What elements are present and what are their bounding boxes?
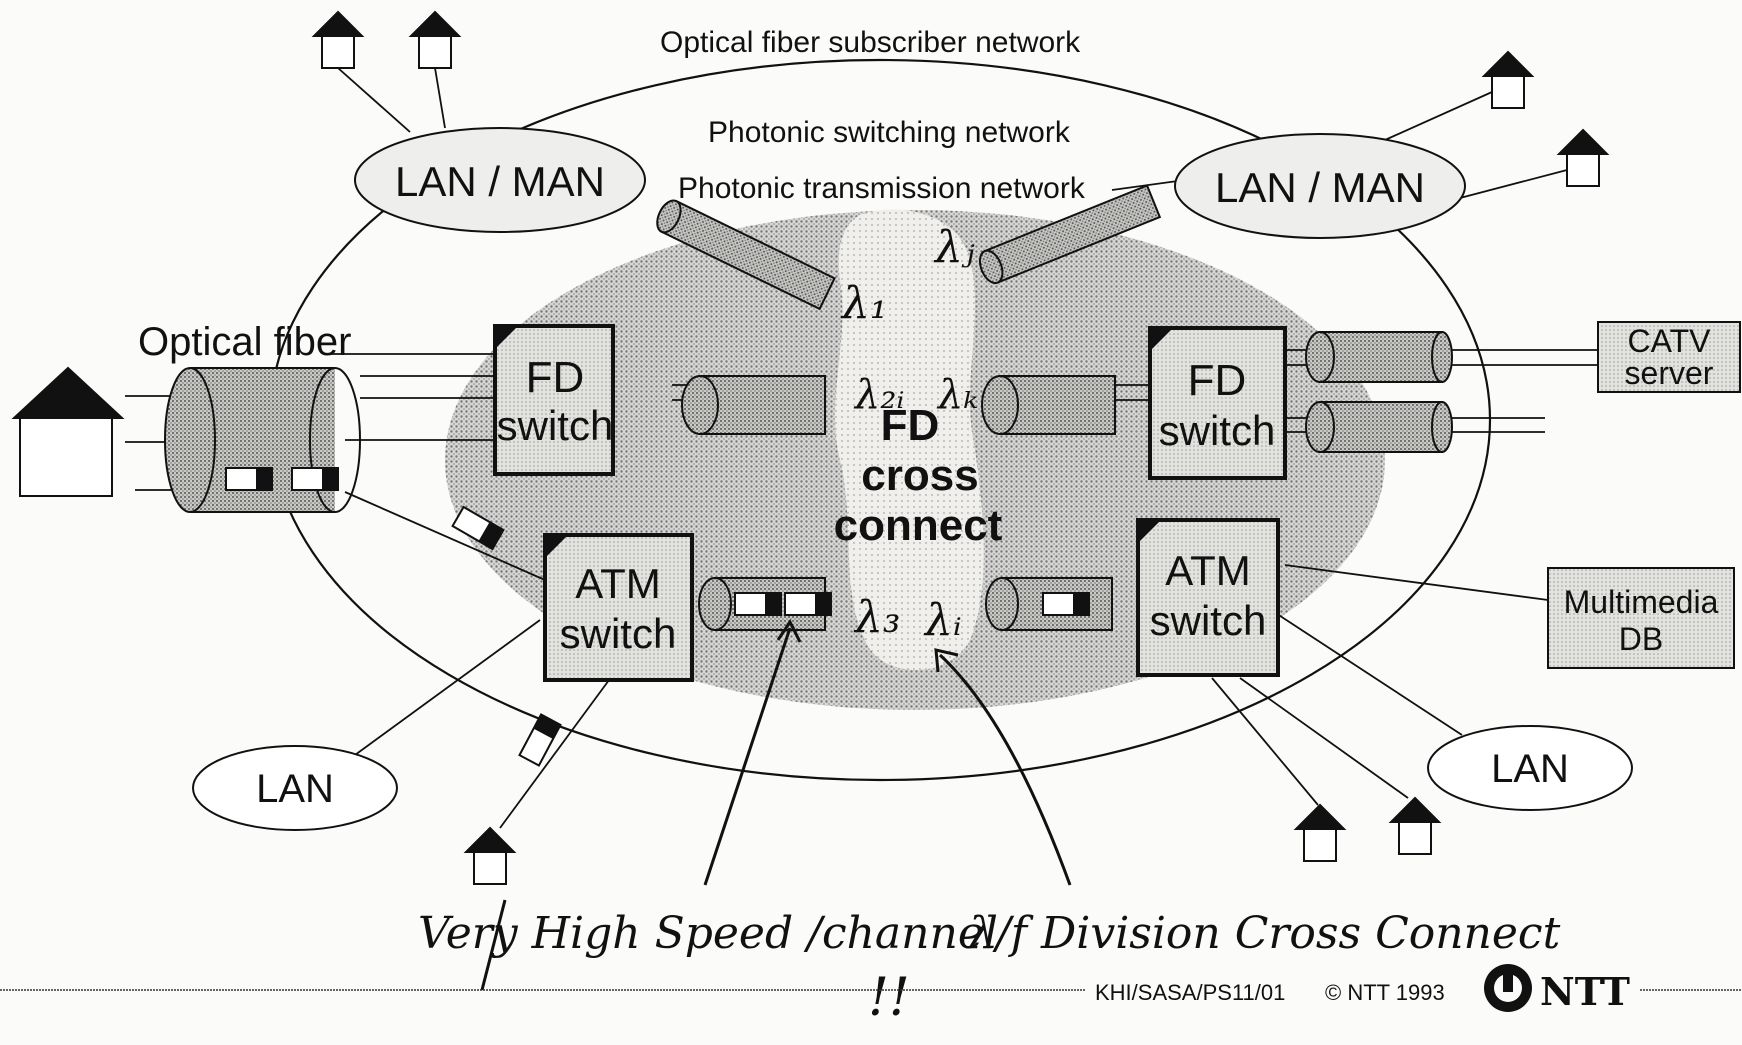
- lan-man-left-label: LAN / MAN: [395, 158, 605, 205]
- house-icon: [1556, 128, 1610, 187]
- subscriber-network-label: Optical fiber subscriber network: [660, 26, 1081, 59]
- wavelength-lambda-i: λᵢ: [923, 595, 962, 646]
- annotation-exclamation: !!: [868, 968, 910, 1028]
- transmission-network-label: Photonic transmission network: [678, 172, 1086, 205]
- house-icon: [1293, 803, 1347, 862]
- lan-left: [192, 745, 398, 831]
- fd-switch-left: FD switch: [493, 324, 615, 476]
- atm-cell-icon: [451, 505, 505, 551]
- house-icon: [1481, 50, 1535, 109]
- lan-right: [1427, 725, 1633, 811]
- ntt-logo-icon: [1484, 964, 1532, 1012]
- catv-server-line1: CATV: [1628, 323, 1712, 359]
- lan-man-right: [1174, 133, 1466, 239]
- house-icon: [408, 10, 462, 69]
- footer-code: KHI/SASA/PS11/01: [1095, 980, 1285, 1005]
- atm-cell-icon: [518, 713, 562, 767]
- fd-switch-left-line1: FD: [526, 353, 585, 402]
- multimedia-db-line1: Multimedia: [1564, 584, 1719, 620]
- atm-cell-icon: [734, 592, 782, 616]
- photonic-tube-top-right: [978, 184, 1162, 285]
- multimedia-db-line2: DB: [1619, 621, 1663, 657]
- wavelength-lambda-1: λ₁: [840, 278, 888, 329]
- photonic-tube-fd-right: [981, 375, 1116, 435]
- fiber-tube-catv-2: [1305, 401, 1453, 453]
- fd-switch-right: FD switch: [1148, 326, 1287, 480]
- house-icon-large: [11, 366, 125, 497]
- atm-cell-icon: [784, 592, 832, 616]
- house-icon: [463, 826, 517, 885]
- atm-switch-left-line2: switch: [560, 610, 677, 657]
- atm-switch-left-line1: ATM: [575, 560, 661, 607]
- photonic-tube-fd-left: [681, 375, 826, 435]
- ntt-brand: NTT: [1540, 969, 1630, 1014]
- atm-switch-right-line2: switch: [1150, 597, 1267, 644]
- atm-switch-right: ATM switch: [1136, 518, 1280, 677]
- house-icon: [311, 10, 365, 69]
- lan-man-left: [354, 127, 646, 233]
- lan-man-right-label: LAN / MAN: [1215, 164, 1425, 211]
- catv-server: CATV server: [1597, 321, 1741, 393]
- optical-fiber-label: Optical fiber: [138, 320, 351, 364]
- lan-left-label: LAN: [256, 767, 334, 811]
- multimedia-db: Multimedia DB: [1547, 567, 1735, 669]
- fd-switch-right-line1: FD: [1188, 356, 1247, 405]
- fd-switch-right-line2: switch: [1159, 407, 1276, 454]
- fd-cross-connect: FD cross connect: [834, 401, 1003, 550]
- handwritten-arrows: [480, 619, 1072, 991]
- atm-cell-icon: [1042, 592, 1090, 616]
- wavelength-lambda-k: λₖ: [936, 372, 978, 418]
- lan-right-label: LAN: [1491, 747, 1569, 791]
- photonic-tube-atm-right: [985, 577, 1113, 631]
- cross-connect-cloud: [835, 209, 984, 670]
- annotation-division-cross-connect: λ/f Division Cross Connect: [966, 908, 1561, 959]
- footer-copyright: © NTT 1993: [1325, 980, 1445, 1005]
- photonic-tube-top-left: [656, 199, 836, 311]
- catv-server-line2: server: [1625, 355, 1714, 391]
- switching-network-label: Photonic switching network: [708, 116, 1071, 149]
- atm-switch-left: ATM switch: [543, 533, 694, 682]
- annotation-very-high-speed: Very High Speed /channel: [418, 908, 998, 959]
- wavelength-lambda-2i: λ₂ᵢ: [853, 372, 904, 418]
- fd-switch-left-line2: switch: [497, 402, 614, 449]
- optical-fiber-bundle: [164, 367, 361, 513]
- wavelength-lambda-3: λ₃: [853, 592, 901, 643]
- wavelength-lambda-j: λⱼ: [933, 222, 975, 273]
- cross-connect-line3: connect: [834, 501, 1003, 550]
- atm-cell-icon: [225, 467, 273, 491]
- house-icon: [1388, 796, 1442, 855]
- cross-connect-line1: FD: [881, 401, 940, 450]
- atm-switch-right-line1: ATM: [1165, 547, 1251, 594]
- atm-cell-icon: [291, 467, 339, 491]
- photonic-tube-atm-left: [698, 577, 832, 631]
- cross-connect-line2: cross: [861, 451, 978, 500]
- fiber-tube-catv-1: [1305, 331, 1453, 383]
